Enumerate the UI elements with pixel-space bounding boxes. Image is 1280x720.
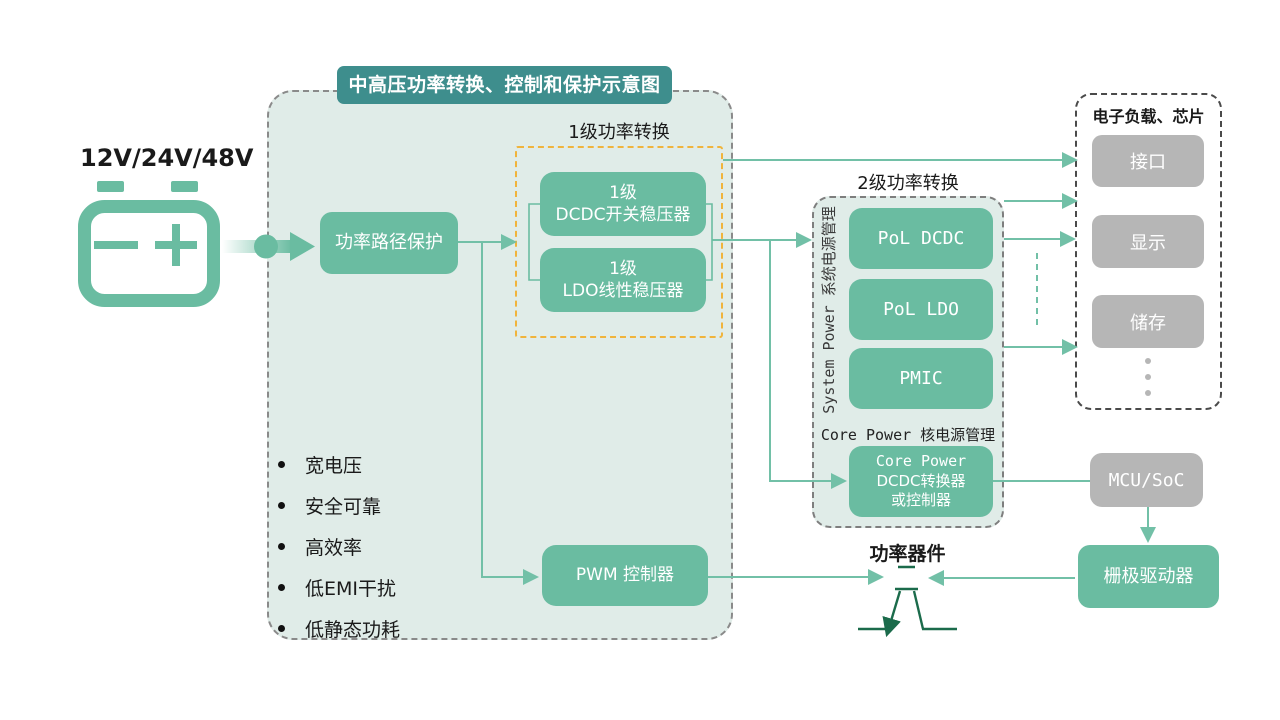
feature-item: 安全可靠 [278, 492, 400, 518]
pwm-controller-box: PWM 控制器 [542, 545, 708, 606]
core-power-line2: DCDC转换器 [876, 471, 966, 490]
stage1-ldo-box: 1级 LDO线性稳压器 [540, 248, 706, 312]
feature-list: 宽电压 安全可靠 高效率 低EMI干扰 低静态功耗 [278, 451, 400, 656]
load-interface-box: 接口 [1092, 135, 1204, 187]
stage1-dcdc-box: 1级 DCDC开关稳压器 [540, 172, 706, 236]
feature-item: 低静态功耗 [278, 615, 400, 641]
source-voltage-label: 12V/24V/48V [80, 144, 254, 172]
stage2-label: 2级功率转换 [857, 173, 959, 194]
load-storage-box: 储存 [1092, 295, 1204, 348]
power-device-label: 功率器件 [869, 543, 946, 565]
load-display-box: 显示 [1092, 215, 1204, 268]
stage1-ldo-line1: 1级 [609, 258, 637, 279]
feature-item: 宽电压 [278, 451, 400, 477]
system-power-vertical-label: System Power 系统电源管理 [820, 206, 838, 414]
power-path-protection-box: 功率路径保护 [320, 212, 458, 274]
core-power-section-label: Core Power 核电源管理 [820, 426, 996, 444]
feature-item: 低EMI干扰 [278, 574, 400, 600]
pmic-box: PMIC [849, 348, 993, 409]
feature-item: 高效率 [278, 533, 400, 559]
power-device-waveform-icon [858, 565, 957, 638]
core-power-box: Core Power DCDC转换器 或控制器 [849, 446, 993, 517]
pol-dcdc-box: PoL DCDC [849, 208, 993, 269]
mcu-soc-box: MCU/SoC [1090, 453, 1203, 507]
core-power-line1: Core Power [875, 451, 967, 470]
battery-icon [78, 181, 220, 307]
more-loads-ellipsis [1143, 358, 1153, 406]
stage1-dcdc-line1: 1级 [609, 182, 637, 203]
pol-ldo-box: PoL LDO [849, 279, 993, 340]
stage1-dcdc-line2: DCDC开关稳压器 [555, 205, 691, 225]
stage1-ldo-line2: LDO线性稳压器 [562, 281, 684, 301]
diagram-title: 中高压功率转换、控制和保护示意图 [337, 66, 672, 104]
electronic-loads-title: 电子负载、芯片 [1092, 107, 1205, 126]
gate-driver-box: 栅极驱动器 [1078, 545, 1219, 608]
source-arrow-icon [222, 232, 315, 261]
stage1-label: 1级功率转换 [568, 122, 670, 143]
core-power-line3: 或控制器 [890, 491, 951, 510]
